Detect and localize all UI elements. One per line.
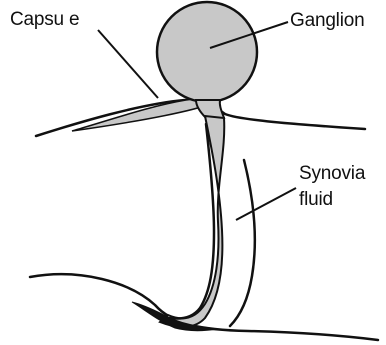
synovia-label: Synovia — [299, 164, 365, 183]
capsule-label: Capsu e — [10, 10, 79, 29]
ganglion-label: Ganglion — [290, 11, 364, 30]
ganglion-stalk — [196, 100, 224, 118]
capsule-wedge — [72, 99, 210, 131]
outer-capsule-line — [230, 160, 255, 326]
synovia-leader-line — [236, 188, 296, 220]
capsule-leader-line — [98, 30, 158, 98]
fluid-label: fluid — [299, 190, 333, 209]
ganglion-cyst — [157, 2, 257, 102]
synovial-membrane-inner — [170, 124, 214, 319]
